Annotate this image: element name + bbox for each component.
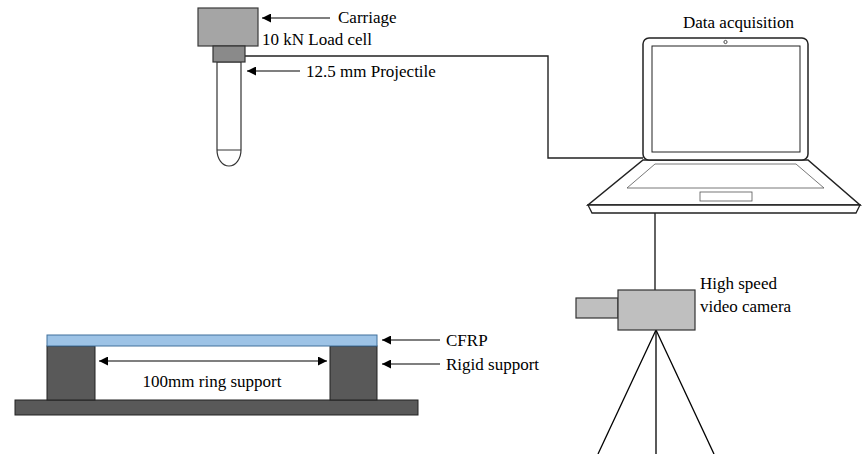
part-label: Carriage xyxy=(338,8,397,27)
callout-arrow xyxy=(262,17,330,18)
laptop-base xyxy=(588,160,860,205)
label-slot: Rigid support xyxy=(446,355,539,374)
rigid-support xyxy=(330,346,377,400)
node-label: High speed video camera xyxy=(700,272,800,318)
part-label: CFRP xyxy=(446,331,488,350)
camera-lens xyxy=(576,298,618,318)
signal-cable xyxy=(245,56,643,158)
load-cell-block xyxy=(213,46,245,62)
video-camera-outline xyxy=(618,290,695,330)
label-slot: CFRP xyxy=(446,331,488,350)
laptop-touchpad xyxy=(700,192,752,201)
video-camera: High speed video camera xyxy=(618,290,695,330)
dimension-arrow xyxy=(99,360,327,361)
tripod-leg xyxy=(598,330,656,454)
cfrp-plate xyxy=(47,335,377,346)
label-slot: 100mm ring support xyxy=(143,372,282,391)
callout-arrow xyxy=(382,339,440,340)
callout-arrow xyxy=(382,363,440,364)
laptop-lip xyxy=(588,205,860,213)
laptop-display xyxy=(652,46,800,152)
part-label: Rigid support xyxy=(446,355,539,374)
label-slot: 12.5 mm Projectile xyxy=(306,62,436,81)
laptop: Data acquisition xyxy=(643,38,808,160)
part-label: 12.5 mm Projectile xyxy=(306,62,436,81)
projectile-nose-line xyxy=(217,150,241,151)
laptop-outline xyxy=(643,38,808,160)
laptop-screen xyxy=(643,38,808,160)
node-label: Data acquisition xyxy=(683,13,794,32)
label-slot: Carriage xyxy=(338,8,397,27)
load-cell: 10 kN Load cell xyxy=(213,46,245,62)
part-label: 100mm ring support xyxy=(143,372,282,391)
support-base xyxy=(15,400,418,415)
rigid-support xyxy=(47,346,95,400)
tripod-leg xyxy=(655,330,656,454)
laptop-keyboard xyxy=(627,164,824,188)
tripod-leg xyxy=(656,330,714,454)
load-cell-outline xyxy=(213,46,245,62)
callout-arrow xyxy=(247,70,300,71)
laptop-webcam xyxy=(724,40,727,43)
projectile-body xyxy=(217,62,241,166)
camera-body xyxy=(618,290,695,330)
node-label: 10 kN Load cell xyxy=(262,30,372,49)
carriage-block xyxy=(198,8,258,46)
